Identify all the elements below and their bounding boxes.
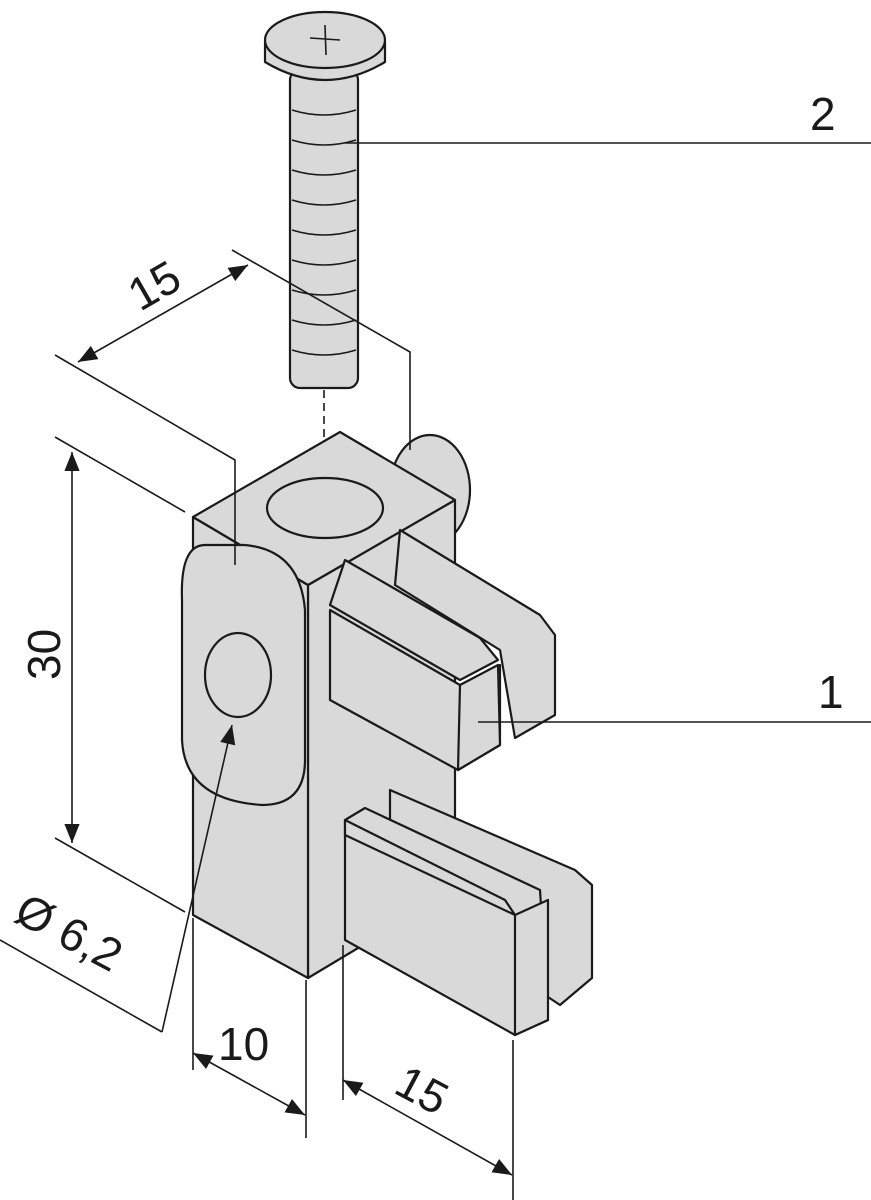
dim-height-30-label: 30 [18, 629, 70, 680]
dim-height-30 [54, 436, 186, 913]
dim-diameter-label: Ø 6,2 [7, 883, 131, 982]
dim-clip-15 [342, 945, 514, 1200]
dim-base-10 [192, 918, 307, 1138]
dim-clip-15-label: 15 [387, 1055, 457, 1125]
dim-top-15-label: 15 [119, 250, 189, 321]
callout-2: 2 [810, 88, 836, 140]
screw [263, 10, 387, 390]
dim-top-15 [54, 249, 411, 565]
clip-block [180, 430, 594, 1037]
dim-diameter [0, 724, 236, 1033]
dim-base-10-label: 10 [218, 1018, 269, 1070]
callout-1: 1 [818, 666, 844, 718]
